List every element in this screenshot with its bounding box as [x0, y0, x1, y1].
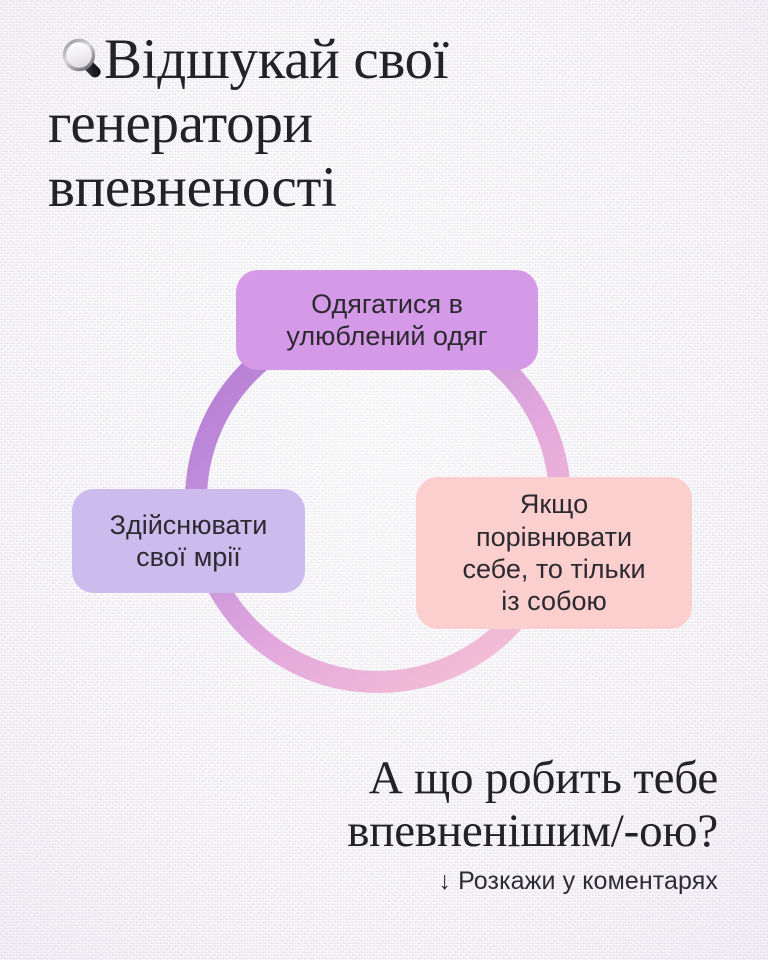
cycle-node-clothes-line-1: Одягатися в — [311, 288, 463, 319]
call-to-action-text: Розкажи у коментарях — [458, 867, 718, 896]
cycle-node-compare[interactable]: Якщо порівнювати себе, то тільки із собо… — [416, 477, 692, 629]
cycle-node-dreams-line-2: свої мрії — [136, 542, 241, 572]
closing-question-line-1: А що робить тебе — [368, 752, 718, 804]
down-arrow-icon: ↓ — [438, 867, 452, 896]
cycle-node-clothes[interactable]: Одягатися в улюблений одяг — [236, 270, 538, 370]
magnifying-glass-icon — [48, 36, 102, 88]
cycle-node-clothes-line-2: улюблений одяг — [286, 321, 488, 351]
cycle-node-compare-line-2: порівнювати — [475, 521, 633, 552]
closing-question-line-2: впевненішим/-ою? — [347, 804, 718, 857]
cycle-node-compare-line-4: із собою — [501, 586, 607, 617]
page-title-line-1: Відшукай свої — [104, 28, 449, 91]
call-to-action: ↓ Розкажи у коментарях — [58, 867, 718, 896]
closing-question: А що робить тебе впевненішим/-ою? — [58, 752, 718, 857]
cycle-node-compare-line-3: себе, то тільки — [462, 554, 646, 584]
page-title-line-3: впевненості — [48, 155, 337, 219]
page-title-line-2: генератори — [48, 91, 313, 155]
closing-block: А що робить тебе впевненішим/-ою? ↓ Розк… — [58, 752, 718, 896]
cycle-node-compare-line-1: Якщо — [519, 489, 589, 520]
cycle-node-dreams-line-1: Здійснювати — [109, 509, 268, 540]
cycle-node-dreams[interactable]: Здійснювати свої мрії — [72, 489, 305, 593]
page-title: Відшукай свої генератори впевненості — [48, 28, 668, 219]
